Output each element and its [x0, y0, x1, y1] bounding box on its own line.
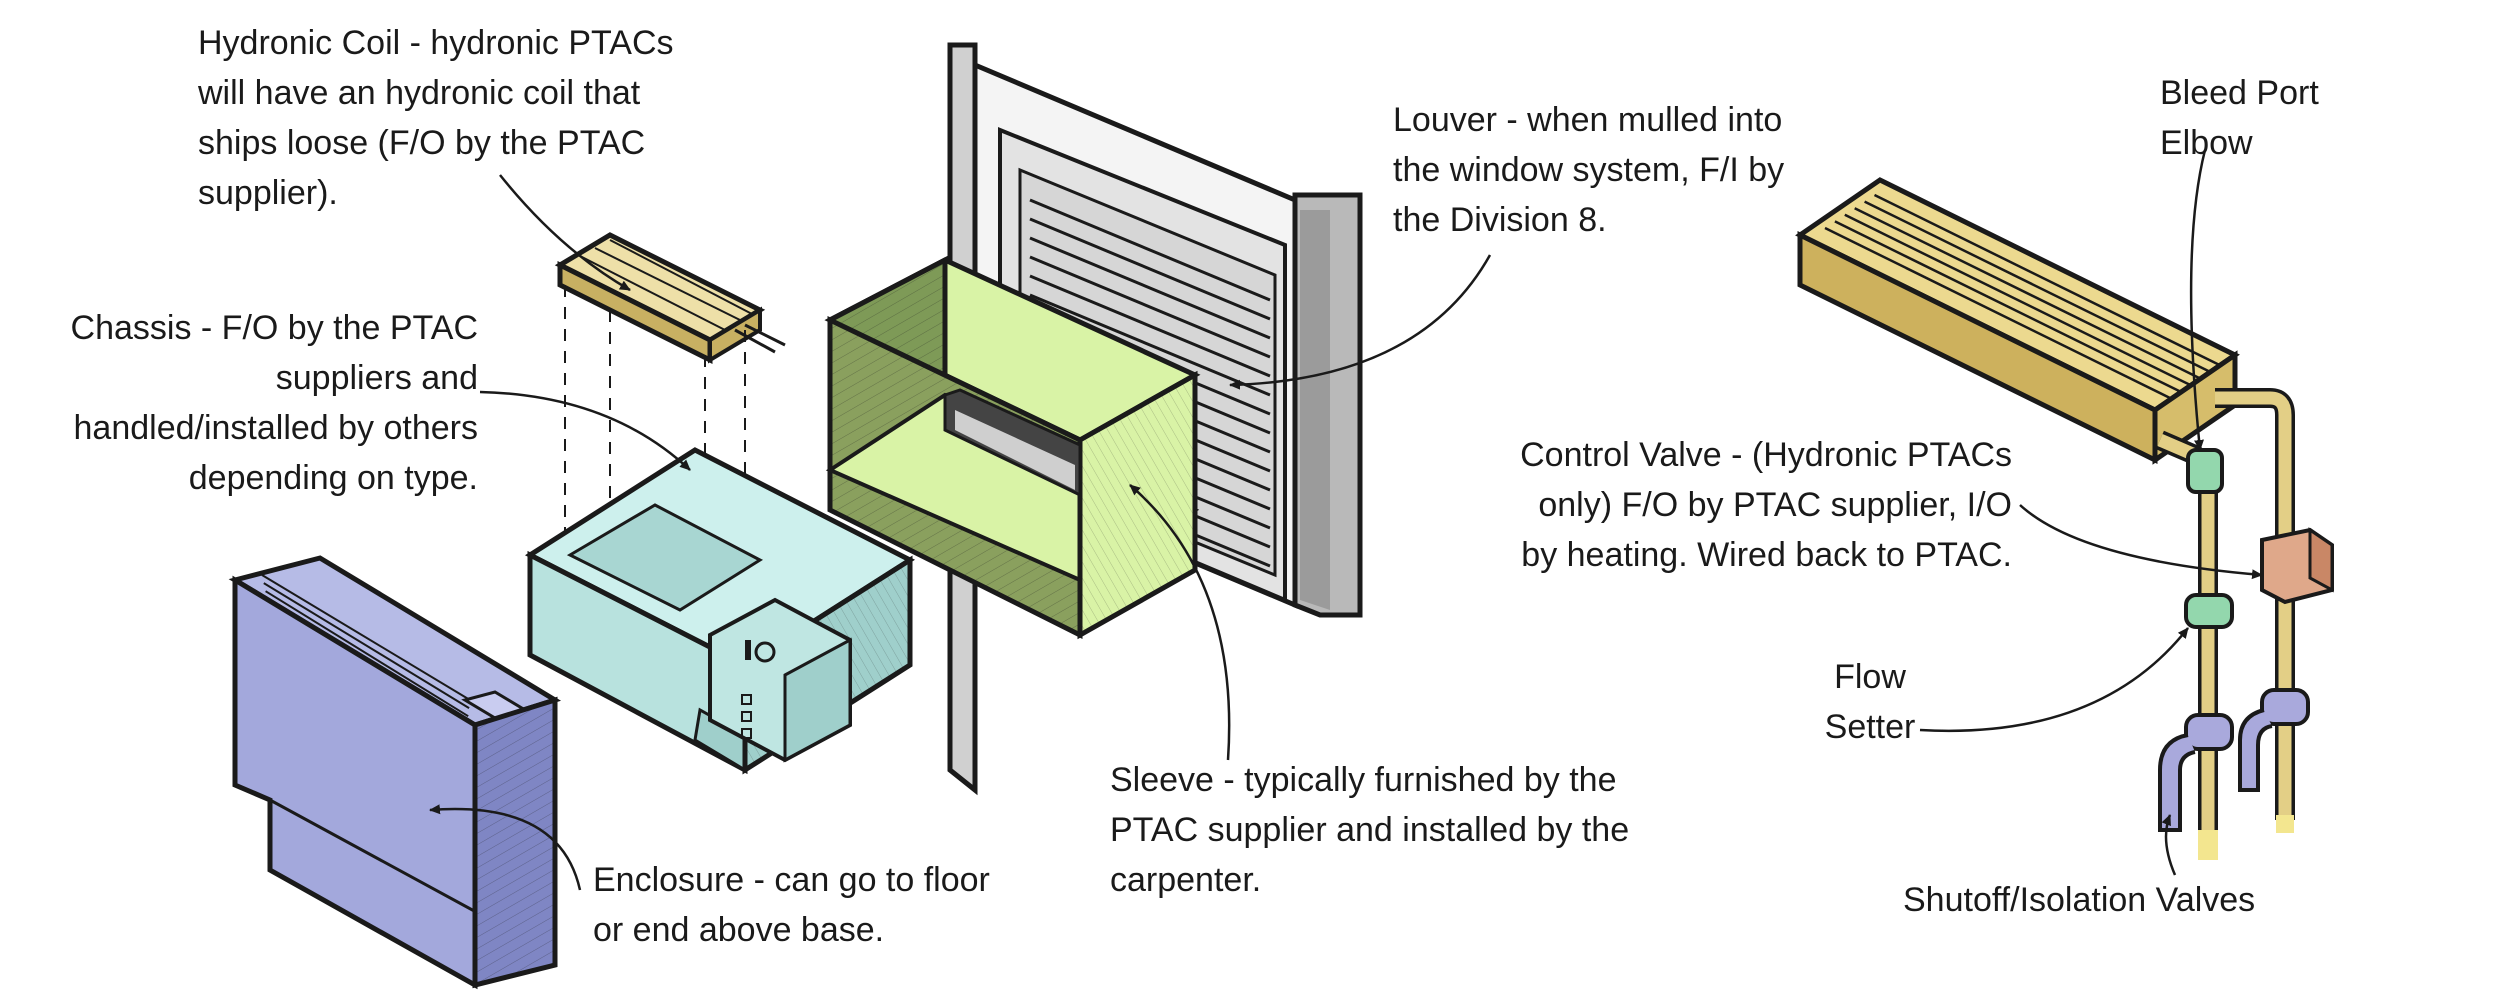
leader-bleed-port: [2189, 149, 2207, 451]
leader-sleeve: [1129, 484, 1231, 761]
callout-flow-setter: Flow Setter: [1824, 658, 1916, 746]
louver-blade: [1029, 274, 1271, 378]
enclosure: [228, 555, 562, 990]
coil-fin: [1854, 207, 2201, 380]
hydronic-coil-small: [554, 232, 786, 365]
chassis: [524, 447, 916, 775]
leader-lines: [429, 149, 2263, 891]
leader-shutoff: [2161, 814, 2177, 876]
grille-slot: [263, 582, 470, 709]
flow-setter-body: [2184, 593, 2234, 629]
leader-control-valve: [2019, 504, 2263, 580]
leader-flow-setter: [1919, 627, 2189, 732]
knob-icon: [754, 641, 776, 663]
shutoff-valve-left: [2158, 713, 2234, 860]
coil-fin: [1873, 193, 2221, 367]
sleeve: [824, 255, 1201, 640]
louver-blade: [1029, 255, 1271, 359]
leader-louver: [1229, 254, 1492, 390]
callout-louver: Louver - when mulled into the window sys…: [1393, 101, 1785, 239]
hydronic-coil-assembly: [1795, 177, 2334, 860]
callout-hydronic-coil: Hydronic Coil - hydronic PTACs will have…: [198, 24, 674, 212]
coil-fin: [1864, 200, 2211, 373]
coil-fin: [1834, 220, 2181, 393]
leader-enclosure: [429, 804, 582, 891]
coil-fin: [1844, 213, 2191, 386]
coil-fin: [1824, 226, 2171, 400]
callout-shutoff: Shutoff/Isolation Valves: [1903, 881, 2256, 919]
grille-slot: [265, 590, 469, 718]
callout-sleeve: Sleeve - typically furnished by the PTAC…: [1110, 761, 1630, 899]
callout-chassis: Chassis - F/O by the PTAC suppliers and …: [70, 309, 478, 497]
leader-hydronic-coil: [499, 174, 631, 292]
louver-blade: [1029, 198, 1271, 302]
coil-fins: [1824, 193, 2221, 400]
louver-blade: [1029, 293, 1271, 397]
callout-bleed-port: Bleed Port Elbow: [2160, 74, 2319, 162]
grille-slot: [261, 574, 471, 701]
callout-enclosure: Enclosure - can go to floor or end above…: [593, 861, 990, 949]
louver-blade: [1029, 217, 1271, 321]
bleed-port-elbow: [2186, 448, 2224, 494]
leader-chassis: [479, 390, 691, 471]
louver-blade: [1029, 236, 1271, 340]
shutoff-valve-right: [2238, 688, 2310, 833]
callout-control-valve: Control Valve - (Hydronic PTACs only) F/…: [1520, 436, 2012, 574]
